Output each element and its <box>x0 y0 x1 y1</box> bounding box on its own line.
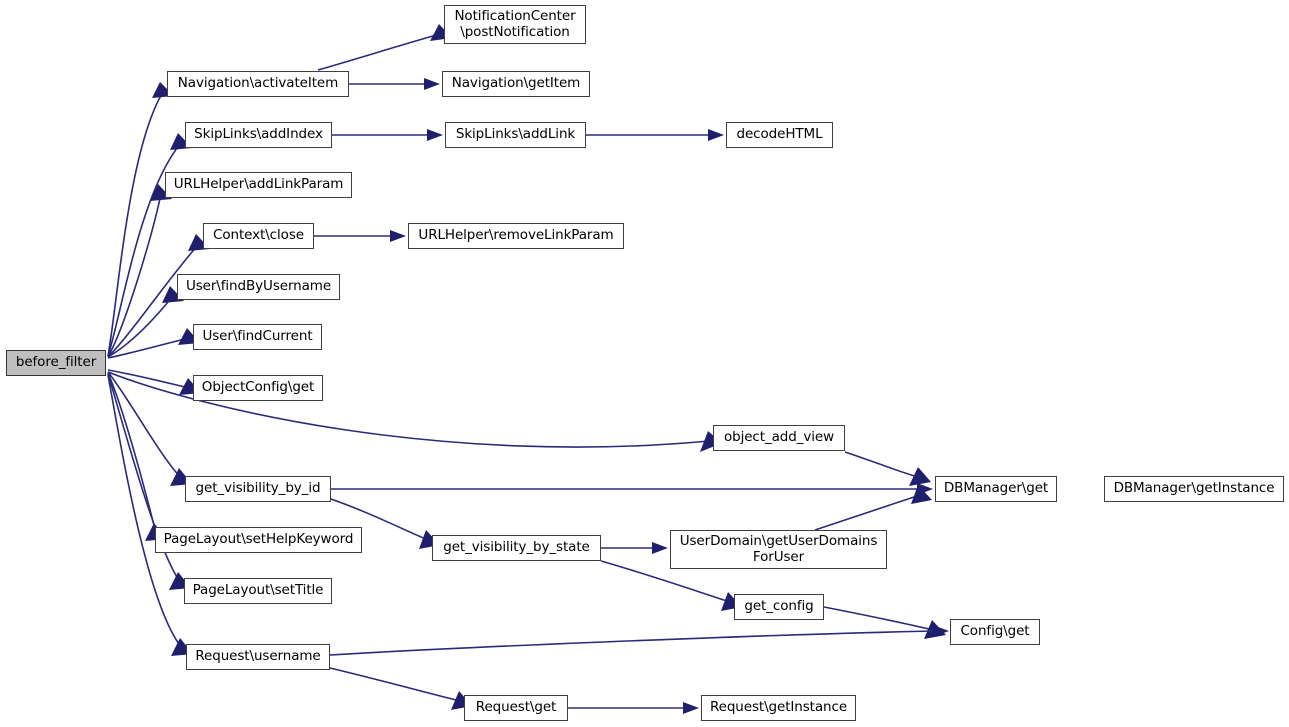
call-edge <box>568 702 699 714</box>
arrowhead-icon <box>700 431 722 452</box>
call-edge <box>107 328 200 359</box>
arrowhead-icon <box>424 78 440 90</box>
graph-node-navigation_activateitem[interactable]: Navigation\activateItem <box>167 71 349 97</box>
arrowhead-icon <box>911 485 932 504</box>
graph-node-config_get[interactable]: Config\get <box>950 619 1040 645</box>
graph-node-get_config[interactable]: get_config <box>734 594 824 620</box>
graph-node-urlhelper_addlinkparam[interactable]: URLHelper\addLinkParam <box>165 172 352 198</box>
graph-node-dbmanager_get[interactable]: DBManager\get <box>935 476 1057 502</box>
call-edge <box>107 372 167 541</box>
graph-node-request_getinstance[interactable]: Request\getInstance <box>701 695 856 721</box>
graph-node-before_filter[interactable]: before_filter <box>6 350 106 376</box>
call-edge <box>107 184 172 358</box>
call-edge <box>601 542 668 554</box>
call-edge <box>329 625 949 656</box>
call-edge <box>332 129 443 141</box>
arrowhead-icon <box>390 230 406 242</box>
arrowhead-icon <box>652 542 668 554</box>
call-edge <box>107 286 184 358</box>
graph-node-context_close[interactable]: Context\close <box>203 223 314 249</box>
graph-node-dbmanager_getinstance[interactable]: DBManager\getInstance <box>1104 476 1284 502</box>
graph-node-user_findcurrent[interactable]: User\findCurrent <box>193 324 322 350</box>
call-edge <box>823 606 946 639</box>
graph-node-skiplinks_addindex[interactable]: SkipLinks\addIndex <box>185 122 332 148</box>
arrowhead-icon <box>933 625 949 637</box>
call-edge <box>314 230 406 242</box>
arrowhead-icon <box>909 467 931 486</box>
graph-node-request_get[interactable]: Request\get <box>464 695 568 721</box>
graph-node-user_findbyusername[interactable]: User\findByUsername <box>177 274 340 300</box>
graph-node-urlhelper_removelinkparam[interactable]: URLHelper\removeLinkParam <box>408 223 624 249</box>
call-edge <box>331 483 933 495</box>
arrowhead-icon <box>683 702 699 714</box>
call-edge <box>317 24 452 71</box>
graph-node-object_add_view[interactable]: object_add_view <box>713 425 845 451</box>
arrowhead-icon <box>427 129 443 141</box>
graph-node-navigation_getitem[interactable]: Navigation\getItem <box>442 71 590 97</box>
call-edge <box>586 129 724 141</box>
call-edge <box>814 485 932 531</box>
graph-node-notificationcenter_post[interactable]: NotificationCenter \postNotification <box>444 5 586 44</box>
graph-node-get_visibility_by_id[interactable]: get_visibility_by_id <box>185 476 331 502</box>
graph-node-pagelayout_settitle[interactable]: PageLayout\setTitle <box>184 578 332 604</box>
graph-node-objectconfig_get[interactable]: ObjectConfig\get <box>193 375 323 401</box>
call-edge <box>107 371 722 452</box>
graph-node-request_username[interactable]: Request\username <box>186 644 330 670</box>
call-edge <box>844 451 931 486</box>
graph-node-pagelayout_sethelpkeyword[interactable]: PageLayout\setHelpKeyword <box>155 527 362 553</box>
graph-node-skiplinks_addlink[interactable]: SkipLinks\addLink <box>445 122 586 148</box>
graph-node-decodehtml[interactable]: decodeHTML <box>726 122 833 148</box>
graph-node-userdomain_getuserdomains[interactable]: UserDomain\getUserDomains ForUser <box>670 530 887 569</box>
call-edge <box>107 371 192 486</box>
graph-node-get_visibility_by_state[interactable]: get_visibility_by_state <box>432 535 601 561</box>
call-edge <box>329 667 472 710</box>
arrowhead-icon <box>708 129 724 141</box>
call-edge <box>349 78 440 90</box>
